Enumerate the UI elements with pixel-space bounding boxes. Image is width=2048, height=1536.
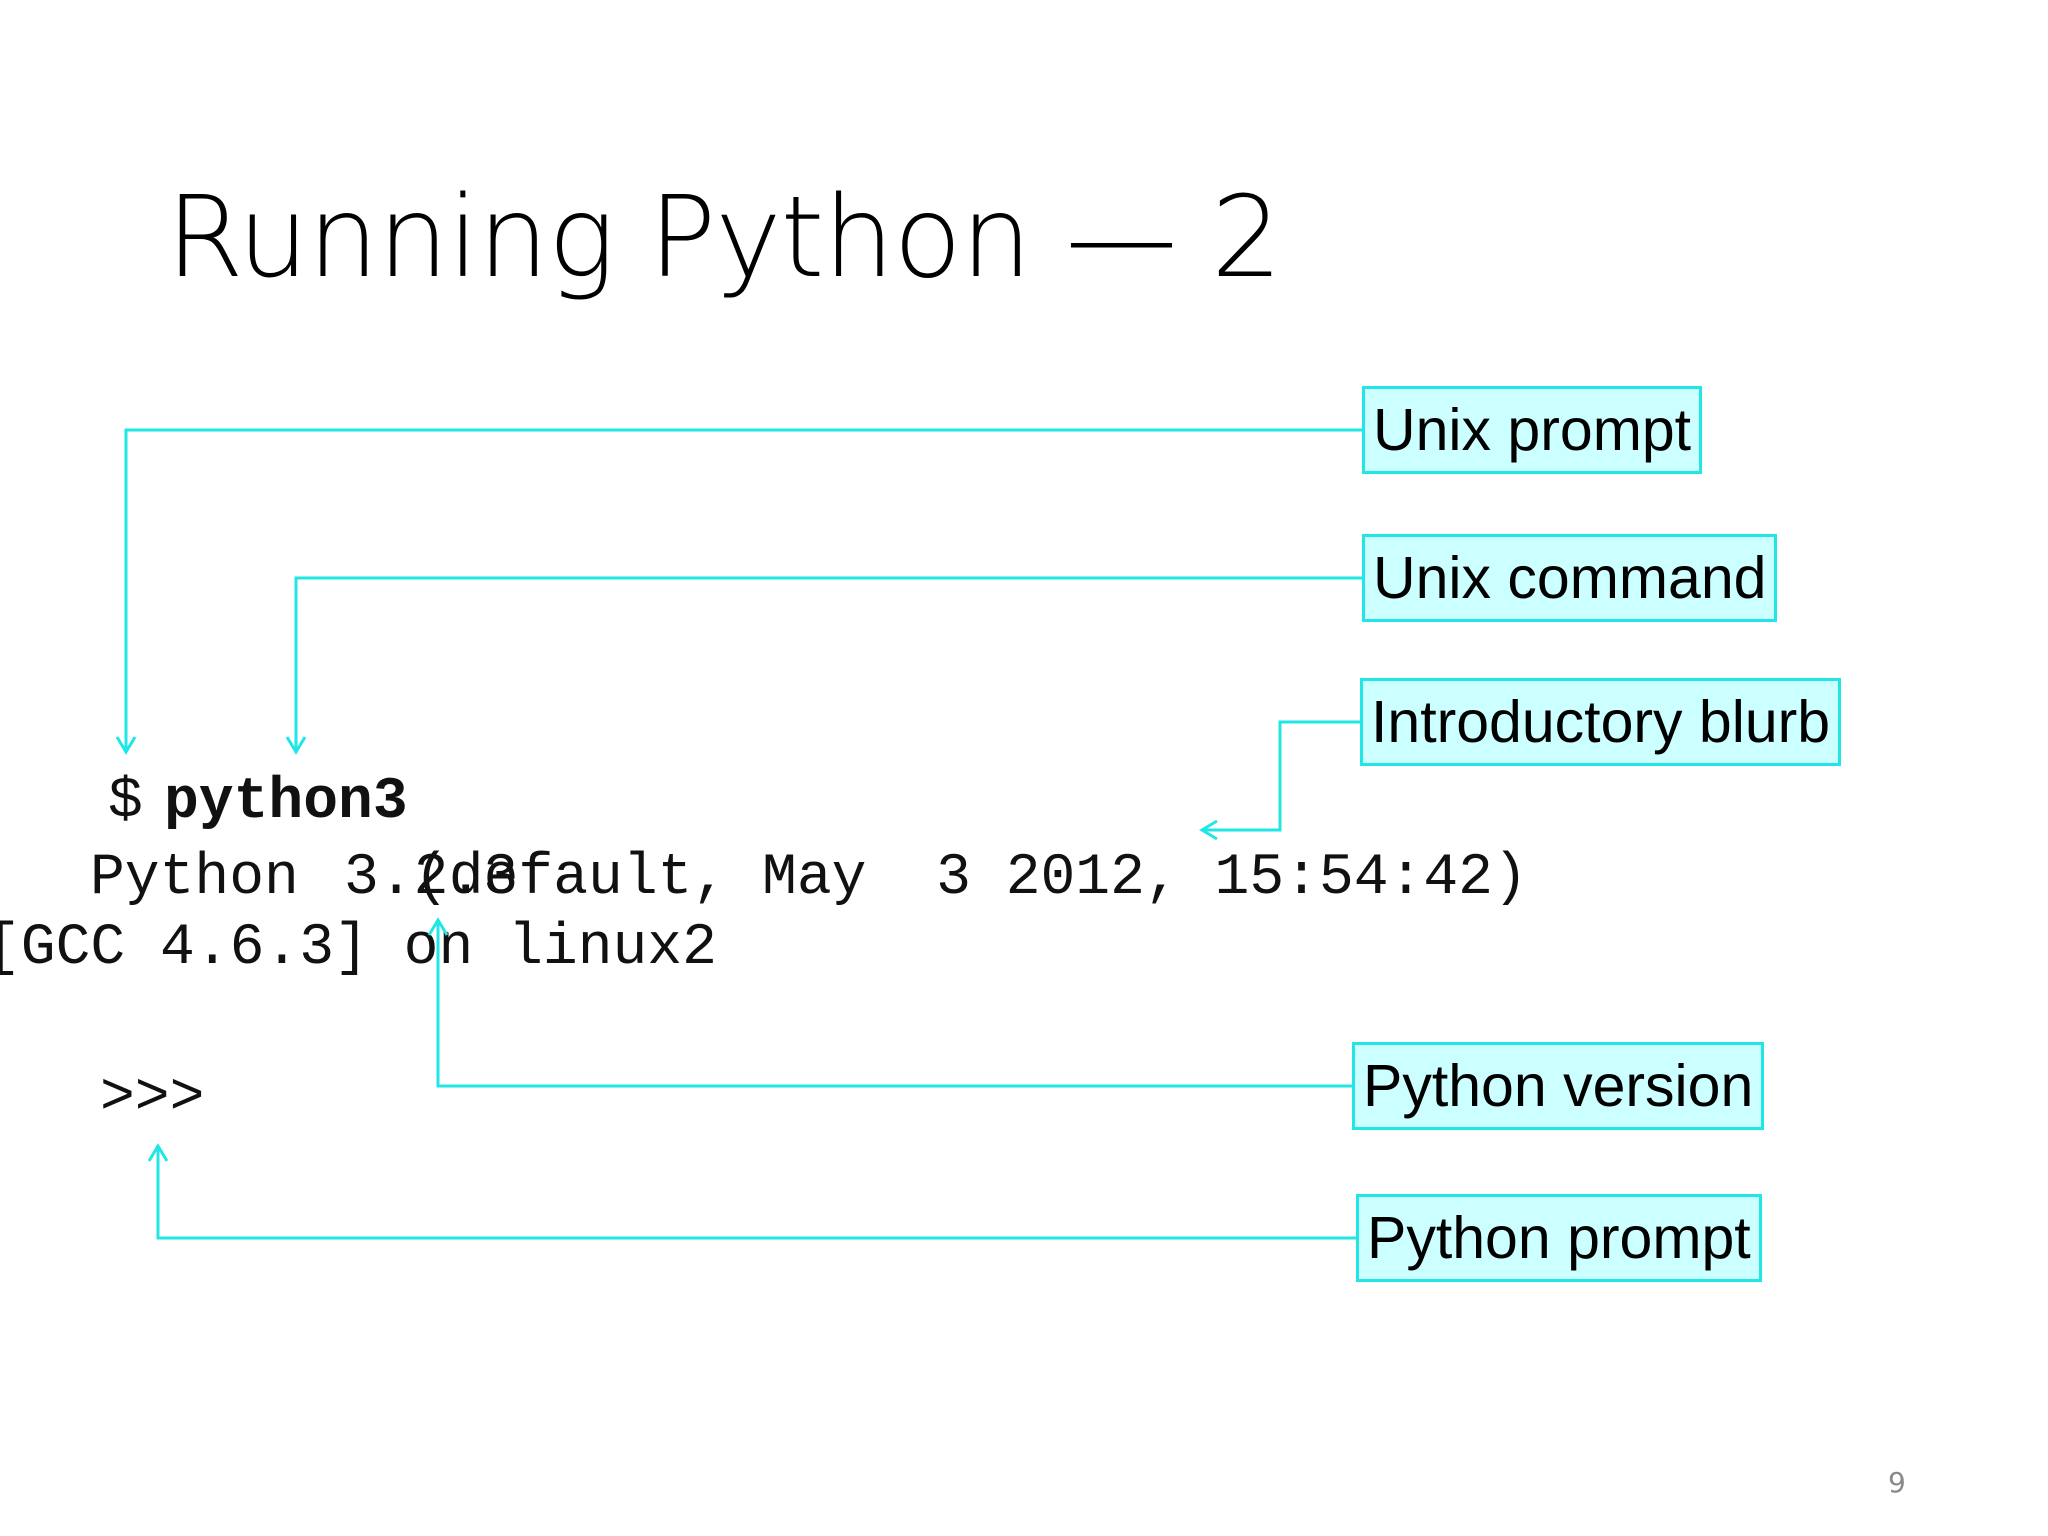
callout-introductory-blurb: Introductory blurb [1360,678,1842,766]
page-number: 9 [1888,1466,1906,1499]
unix-prompt-symbol: $ [108,770,143,835]
callout-unix-prompt: Unix prompt [1362,386,1703,474]
python-version-number: 3.2.3 [344,846,519,911]
python-version-label: Python [90,846,299,911]
unix-command: python3 [164,770,408,835]
callout-unix-command: Unix command [1362,534,1778,622]
intro-blurb-connector [1202,720,1360,832]
python-version-connector [436,920,1352,1088]
intro-blurb-arrowhead [1199,819,1218,841]
python-version-arrowhead [427,917,449,936]
python-prompt-connector [156,1146,1356,1240]
callout-python-version: Python version [1352,1042,1765,1130]
unix-command-arrowhead [285,736,307,755]
slide-title: Running Python — 2 [166,173,1282,303]
unix-prompt-connector [124,428,1362,752]
python-prompt-arrowhead [147,1143,169,1162]
callout-python-prompt: Python prompt [1356,1194,1762,1282]
build-info: (default, May 3 2012, 15:54:42) [414,846,1528,911]
unix-command-connector [294,576,1362,752]
python-prompt: >>> [100,1066,205,1131]
unix-prompt-arrowhead [115,736,137,755]
